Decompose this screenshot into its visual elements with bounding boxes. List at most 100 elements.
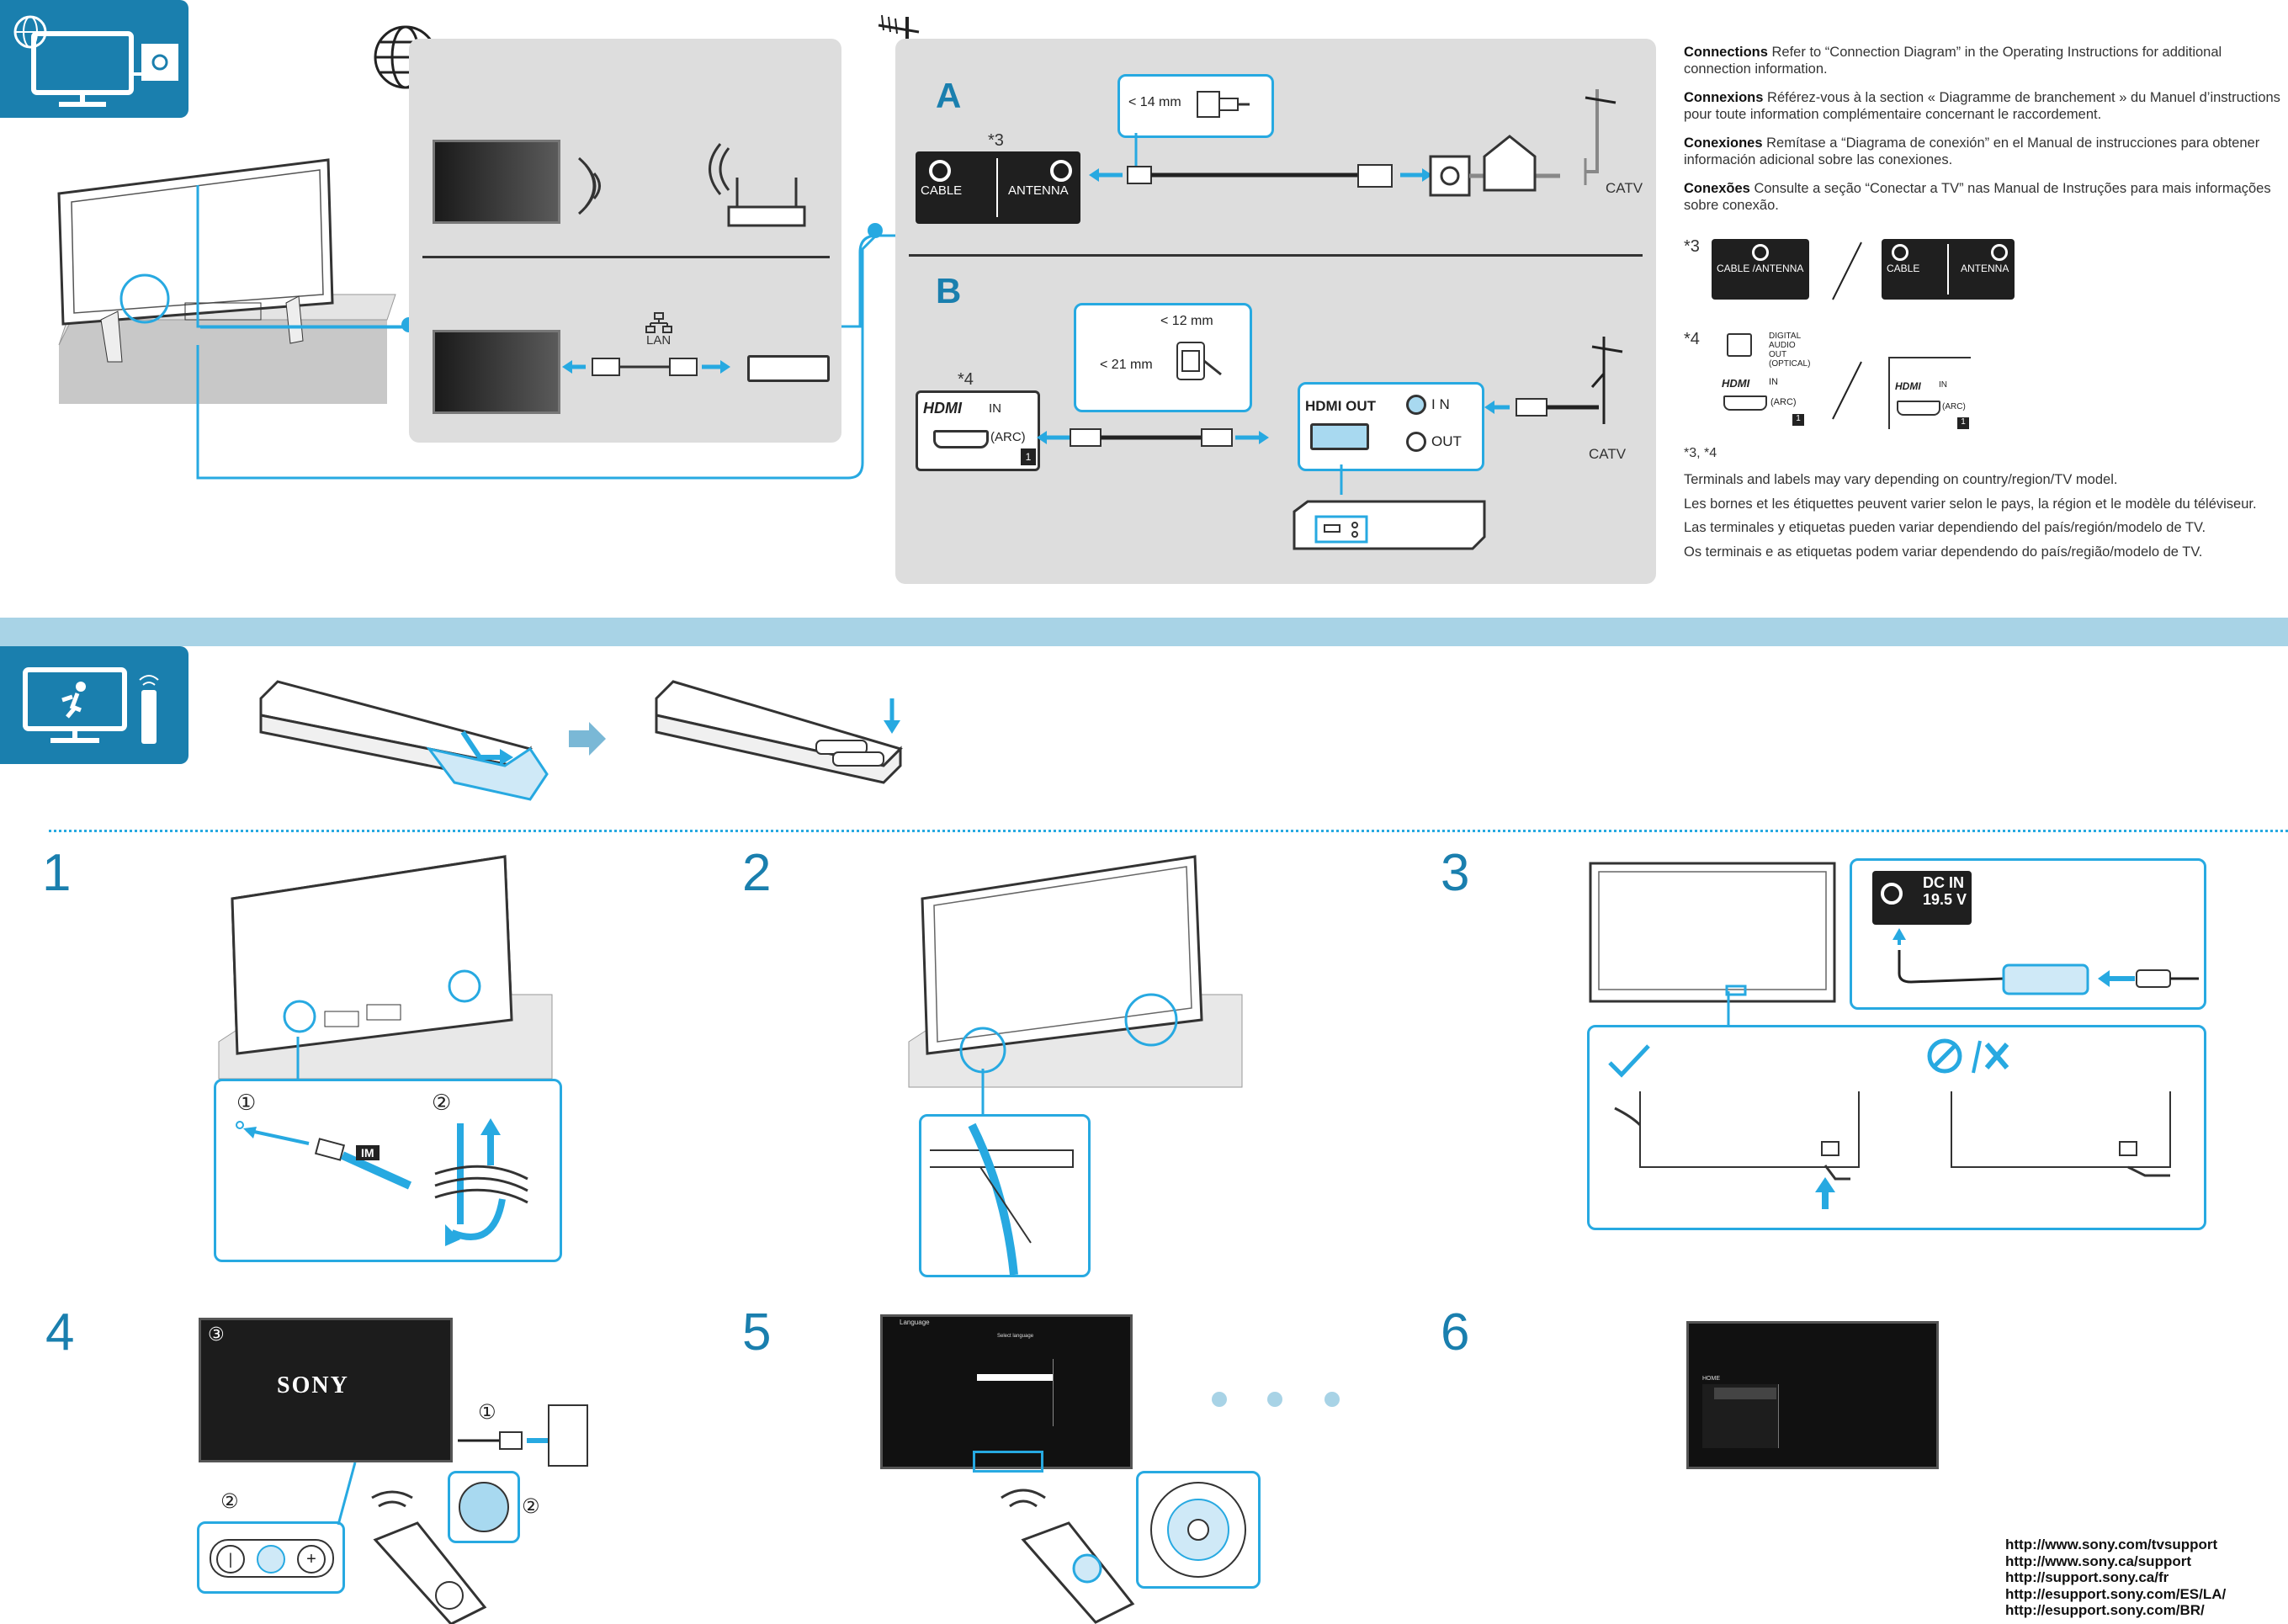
input-button-icon[interactable] <box>257 1545 285 1574</box>
ac-adapter-illustration <box>1893 928 2199 995</box>
router-box-icon <box>747 355 830 382</box>
step1-sub2: ② <box>432 1090 452 1115</box>
set-top-cable-illustration <box>1484 398 1599 417</box>
panel-divider <box>422 256 830 258</box>
step5-tv-highlight <box>973 1451 1043 1473</box>
url-sony-ca[interactable]: http://www.sony.ca/support <box>2005 1552 2191 1569</box>
cable-bundle-illustration <box>434 1118 528 1246</box>
step4-sub2b: ② <box>522 1495 540 1518</box>
button-panel: | + <box>210 1539 334 1578</box>
step4-power-plug-illustration <box>458 1404 588 1467</box>
next-step-arrow <box>569 722 606 756</box>
navigation-pad-box <box>1136 1471 1261 1589</box>
ref4-label: *4 <box>1684 330 1700 348</box>
url-tvsupport[interactable]: http://www.sony.com/tvsupport <box>2005 1536 2218 1552</box>
step1-callout-line <box>296 1037 300 1079</box>
catv-label-b: CATV <box>1589 446 1627 462</box>
in-jack-icon <box>1406 395 1426 415</box>
digital-audio-label: DIGITAL AUDIO OUT (OPTICAL) <box>1769 332 1811 369</box>
step2-callout-line <box>981 1069 985 1116</box>
url-sony-ca-fr[interactable]: http://support.sony.ca/fr <box>2005 1569 2169 1585</box>
step1-sub1: ① <box>236 1090 257 1115</box>
lan-label: LAN <box>646 333 672 348</box>
terminal-divider <box>996 158 998 217</box>
lan-cable-illustration <box>562 358 730 376</box>
in-jack-label: I N <box>1431 396 1450 412</box>
tv-wireless-illustration <box>433 140 560 224</box>
power-button-icon[interactable]: | <box>216 1545 245 1574</box>
cable-antenna-label: CABLE /ANTENNA <box>1717 263 1804 274</box>
step-number-4: 4 <box>45 1303 75 1361</box>
ab-divider <box>909 254 1643 257</box>
step-number-1: 1 <box>42 844 72 902</box>
step4-sub1: ① <box>478 1401 496 1424</box>
split-antenna-jack <box>1991 244 2008 261</box>
incorrect-plug-illustration <box>1951 1091 2171 1177</box>
small-hdmi-port-2 <box>1897 401 1940 416</box>
split-antenna-label: ANTENNA <box>1961 263 2009 274</box>
hdmi-in-terminal: HDMI IN (ARC) 1 <box>916 390 1040 471</box>
dc-volt-label: 19.5 V <box>1923 891 1967 908</box>
remote-battery-cover-illustration <box>259 680 549 801</box>
tv-connection-icon <box>13 15 178 107</box>
hdmi-logo: HDMI <box>923 400 962 417</box>
cable-tie-insert-illustration <box>236 1121 412 1190</box>
split-divider <box>1947 244 1949 295</box>
cable-antenna-terminal: CABLE ANTENNA <box>916 151 1080 224</box>
wifi-signal-icon <box>578 157 601 215</box>
small-arc-2: (ARC) <box>1942 402 1966 411</box>
dc-jack-icon <box>1881 883 1903 905</box>
step2-detail-box <box>919 1114 1091 1277</box>
tv-wired-illustration <box>433 330 560 414</box>
cable-terminal-label: CABLE <box>921 183 963 198</box>
setup-section-tab <box>0 646 188 764</box>
note-fr: Les bornes et les étiquettes peuvent var… <box>1684 496 2257 512</box>
power-connect-box <box>1587 1025 2206 1230</box>
note3-label: *3 <box>988 131 1004 150</box>
antenna-cable-panel: A *3 CABLE ANTENNA < 14 mm CATV <box>895 39 1656 584</box>
option-a-label: A <box>936 76 962 115</box>
progress-dot-1 <box>1212 1392 1227 1407</box>
step4-sub3: ③ <box>208 1324 225 1345</box>
hdmi-out-label: HDMI OUT <box>1305 398 1377 414</box>
small-hdmi-logo-2: HDMI <box>1895 380 1921 392</box>
dc-in-label: DC IN <box>1923 874 1964 891</box>
ref3-label: *3 <box>1684 237 1700 256</box>
combined-jack-icon <box>1752 244 1769 261</box>
step4-callout-line <box>337 1462 357 1526</box>
hdmi-plug-icon <box>1176 342 1222 380</box>
cable-antenna-combined-terminal: CABLE /ANTENNA <box>1712 239 1809 300</box>
small-port-badge: 1 <box>1792 414 1804 426</box>
antenna-cable-illustration <box>1089 133 1560 197</box>
connector-size-box-b: < 12 mm < 21 mm <box>1074 303 1252 412</box>
note-pt: Os terminais e as etiquetas podem variar… <box>1684 544 2203 560</box>
dotted-divider <box>49 830 2288 832</box>
volume-up-icon[interactable]: + <box>297 1545 326 1574</box>
url-esupport-br[interactable]: http://esupport.sony.com/BR/ <box>2005 1602 2205 1618</box>
check-mark-icon <box>1608 1044 1650 1078</box>
step2-tv-back-illustration <box>908 855 1243 1088</box>
hdmi-out-panel: HDMI OUT I N OUT <box>1298 382 1484 471</box>
size-12mm-label: < 12 mm <box>1160 314 1213 328</box>
step4-tv-screen: ③ SONY <box>199 1318 453 1462</box>
optical-hdmi-terminal: DIGITAL AUDIO OUT (OPTICAL) HDMI IN (ARC… <box>1710 330 1811 427</box>
step3-callout-line <box>1727 991 1730 1025</box>
connection-info-text: Connections Refer to “Connection Diagram… <box>1684 44 2286 214</box>
step-number-5: 5 <box>742 1303 772 1361</box>
connection-point-dot-right <box>868 223 883 238</box>
split-cable-label: CABLE <box>1887 263 1920 274</box>
enter-button[interactable] <box>1187 1519 1209 1541</box>
antenna-terminal-label: ANTENNA <box>1008 183 1069 198</box>
antenna-jack-icon <box>1050 160 1072 182</box>
connections-en: Connections Refer to “Connection Diagram… <box>1684 45 2222 77</box>
ref34-label: *3, *4 <box>1684 446 1717 460</box>
remote-power-box <box>448 1471 520 1543</box>
remote-power-button[interactable] <box>459 1482 509 1532</box>
lan-icon <box>645 312 672 333</box>
hdmi-only-terminal: HDMI IN (ARC) 1 <box>1888 357 1971 429</box>
dc-in-terminal: DC IN 19.5 V <box>1872 871 1972 925</box>
optical-jack-icon <box>1727 333 1752 357</box>
url-esupport-la[interactable]: http://esupport.sony.com/ES/LA/ <box>2005 1585 2227 1602</box>
menu-selected-row <box>977 1374 1053 1381</box>
menu-title: Language <box>900 1319 930 1326</box>
